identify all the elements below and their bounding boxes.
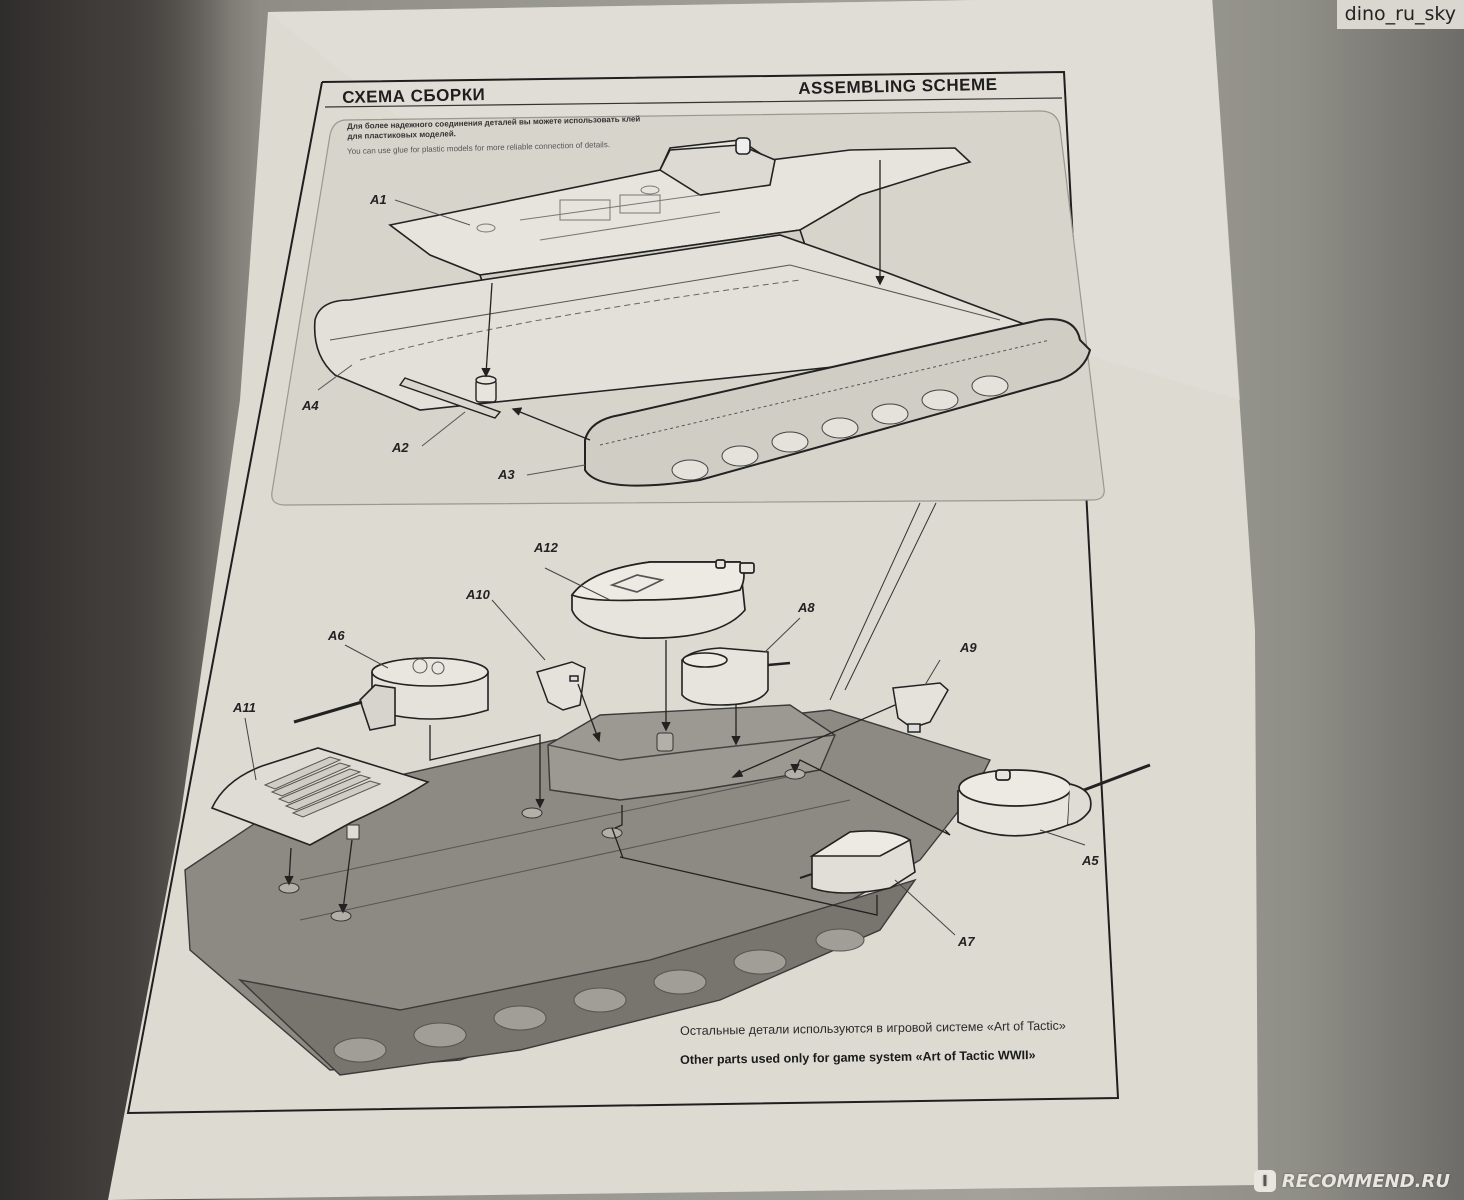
part-a8-turret [681,647,791,706]
label-a7: A7 [958,934,975,949]
step2-arrows [284,640,951,916]
part-a7-turret [799,830,916,894]
part-a5-turret [957,763,1151,837]
step2-leaders [244,567,1086,936]
label-a5: A5 [1082,853,1099,868]
part-a10-hatch [536,661,586,711]
step1-arrows [481,160,885,441]
brand-text: RECOMMEND.RU [1281,1170,1450,1192]
label-a2: A2 [392,440,409,455]
part-a2-peg [398,375,502,419]
label-a11: A11 [233,700,256,715]
part-a12-main-turret [570,559,755,639]
label-a3: A3 [498,467,515,482]
label-a1: A1 [370,192,387,207]
title-en: ASSEMBLING SCHEME [798,74,998,98]
outer-frame [126,70,1120,1115]
part-a11-engine-deck [210,747,430,846]
part-a9-bracket [892,682,949,733]
label-a6: A6 [328,628,345,643]
part-a3-track [584,318,1092,487]
step1-leaders [317,199,586,476]
label-a10: A10 [466,587,490,602]
brand-logo-icon: I [1253,1170,1276,1192]
label-a4: A4 [302,398,319,413]
label-a8: A8 [798,600,815,615]
label-a12: A12 [534,540,558,555]
part-a6-turret [293,657,489,731]
label-a9: A9 [960,640,977,655]
title-ru: СХЕМА СБОРКИ [342,85,486,107]
author-watermark: dino_ru_sky [1336,0,1464,29]
site-brand: I RECOMMEND.RU [1253,1170,1450,1192]
